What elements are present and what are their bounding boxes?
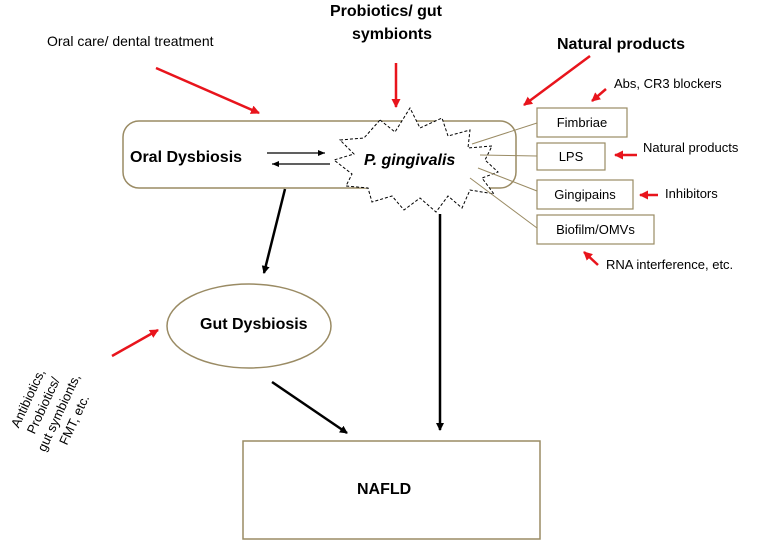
natural-products-top-label: Natural products bbox=[557, 36, 686, 53]
lps-box bbox=[536, 142, 606, 171]
gingipains-label: Gingipains bbox=[554, 187, 616, 202]
red-arrow-rna bbox=[583, 251, 599, 266]
gut-dysbiosis-label: Gut Dysbiosis bbox=[200, 316, 308, 333]
red-arrow-natural-products bbox=[523, 54, 591, 107]
probiotics-top-line1: Probiotics/ gut bbox=[330, 3, 442, 20]
probiotics-top-line2: symbionts bbox=[352, 26, 433, 43]
gingipains-box bbox=[536, 179, 634, 210]
p-gingivalis-label: P. gingivalis bbox=[364, 152, 456, 169]
biofilm-label: Biofilm/OMVs bbox=[556, 222, 635, 237]
red-arrow-abs bbox=[591, 88, 607, 102]
connector-fimbriae bbox=[471, 122, 538, 145]
fimbriae-box bbox=[536, 107, 628, 138]
inhibitors-label: Inhibitors bbox=[665, 186, 718, 201]
rna-interference-label: RNA interference, etc. bbox=[606, 257, 734, 272]
connector-lps bbox=[479, 154, 538, 157]
lps-label: LPS bbox=[558, 149, 584, 164]
arrow-oral-to-gut bbox=[261, 188, 287, 274]
oral-care-label: Oral care/ dental treatment bbox=[47, 33, 214, 49]
red-arrow-oral-care bbox=[155, 66, 260, 115]
biofilm-box bbox=[536, 214, 655, 245]
natural-products-lps-label: Natural products bbox=[643, 140, 739, 155]
nafld-label: NAFLD bbox=[357, 481, 412, 498]
red-arrow-antibiotics bbox=[111, 328, 159, 358]
fimbriae-label: Fimbriae bbox=[556, 115, 608, 130]
arrow-gut-to-nafld bbox=[271, 380, 348, 435]
abs-cr3-label: Abs, CR3 blockers bbox=[614, 76, 722, 91]
connector-gingipains bbox=[477, 167, 538, 192]
gut-dysbiosis-ellipse bbox=[166, 283, 332, 369]
nafld-box bbox=[242, 440, 541, 540]
oral-dysbiosis-label: Oral Dysbiosis bbox=[130, 149, 243, 166]
p-gingivalis-star bbox=[332, 106, 499, 213]
connector-biofilm bbox=[469, 177, 538, 229]
